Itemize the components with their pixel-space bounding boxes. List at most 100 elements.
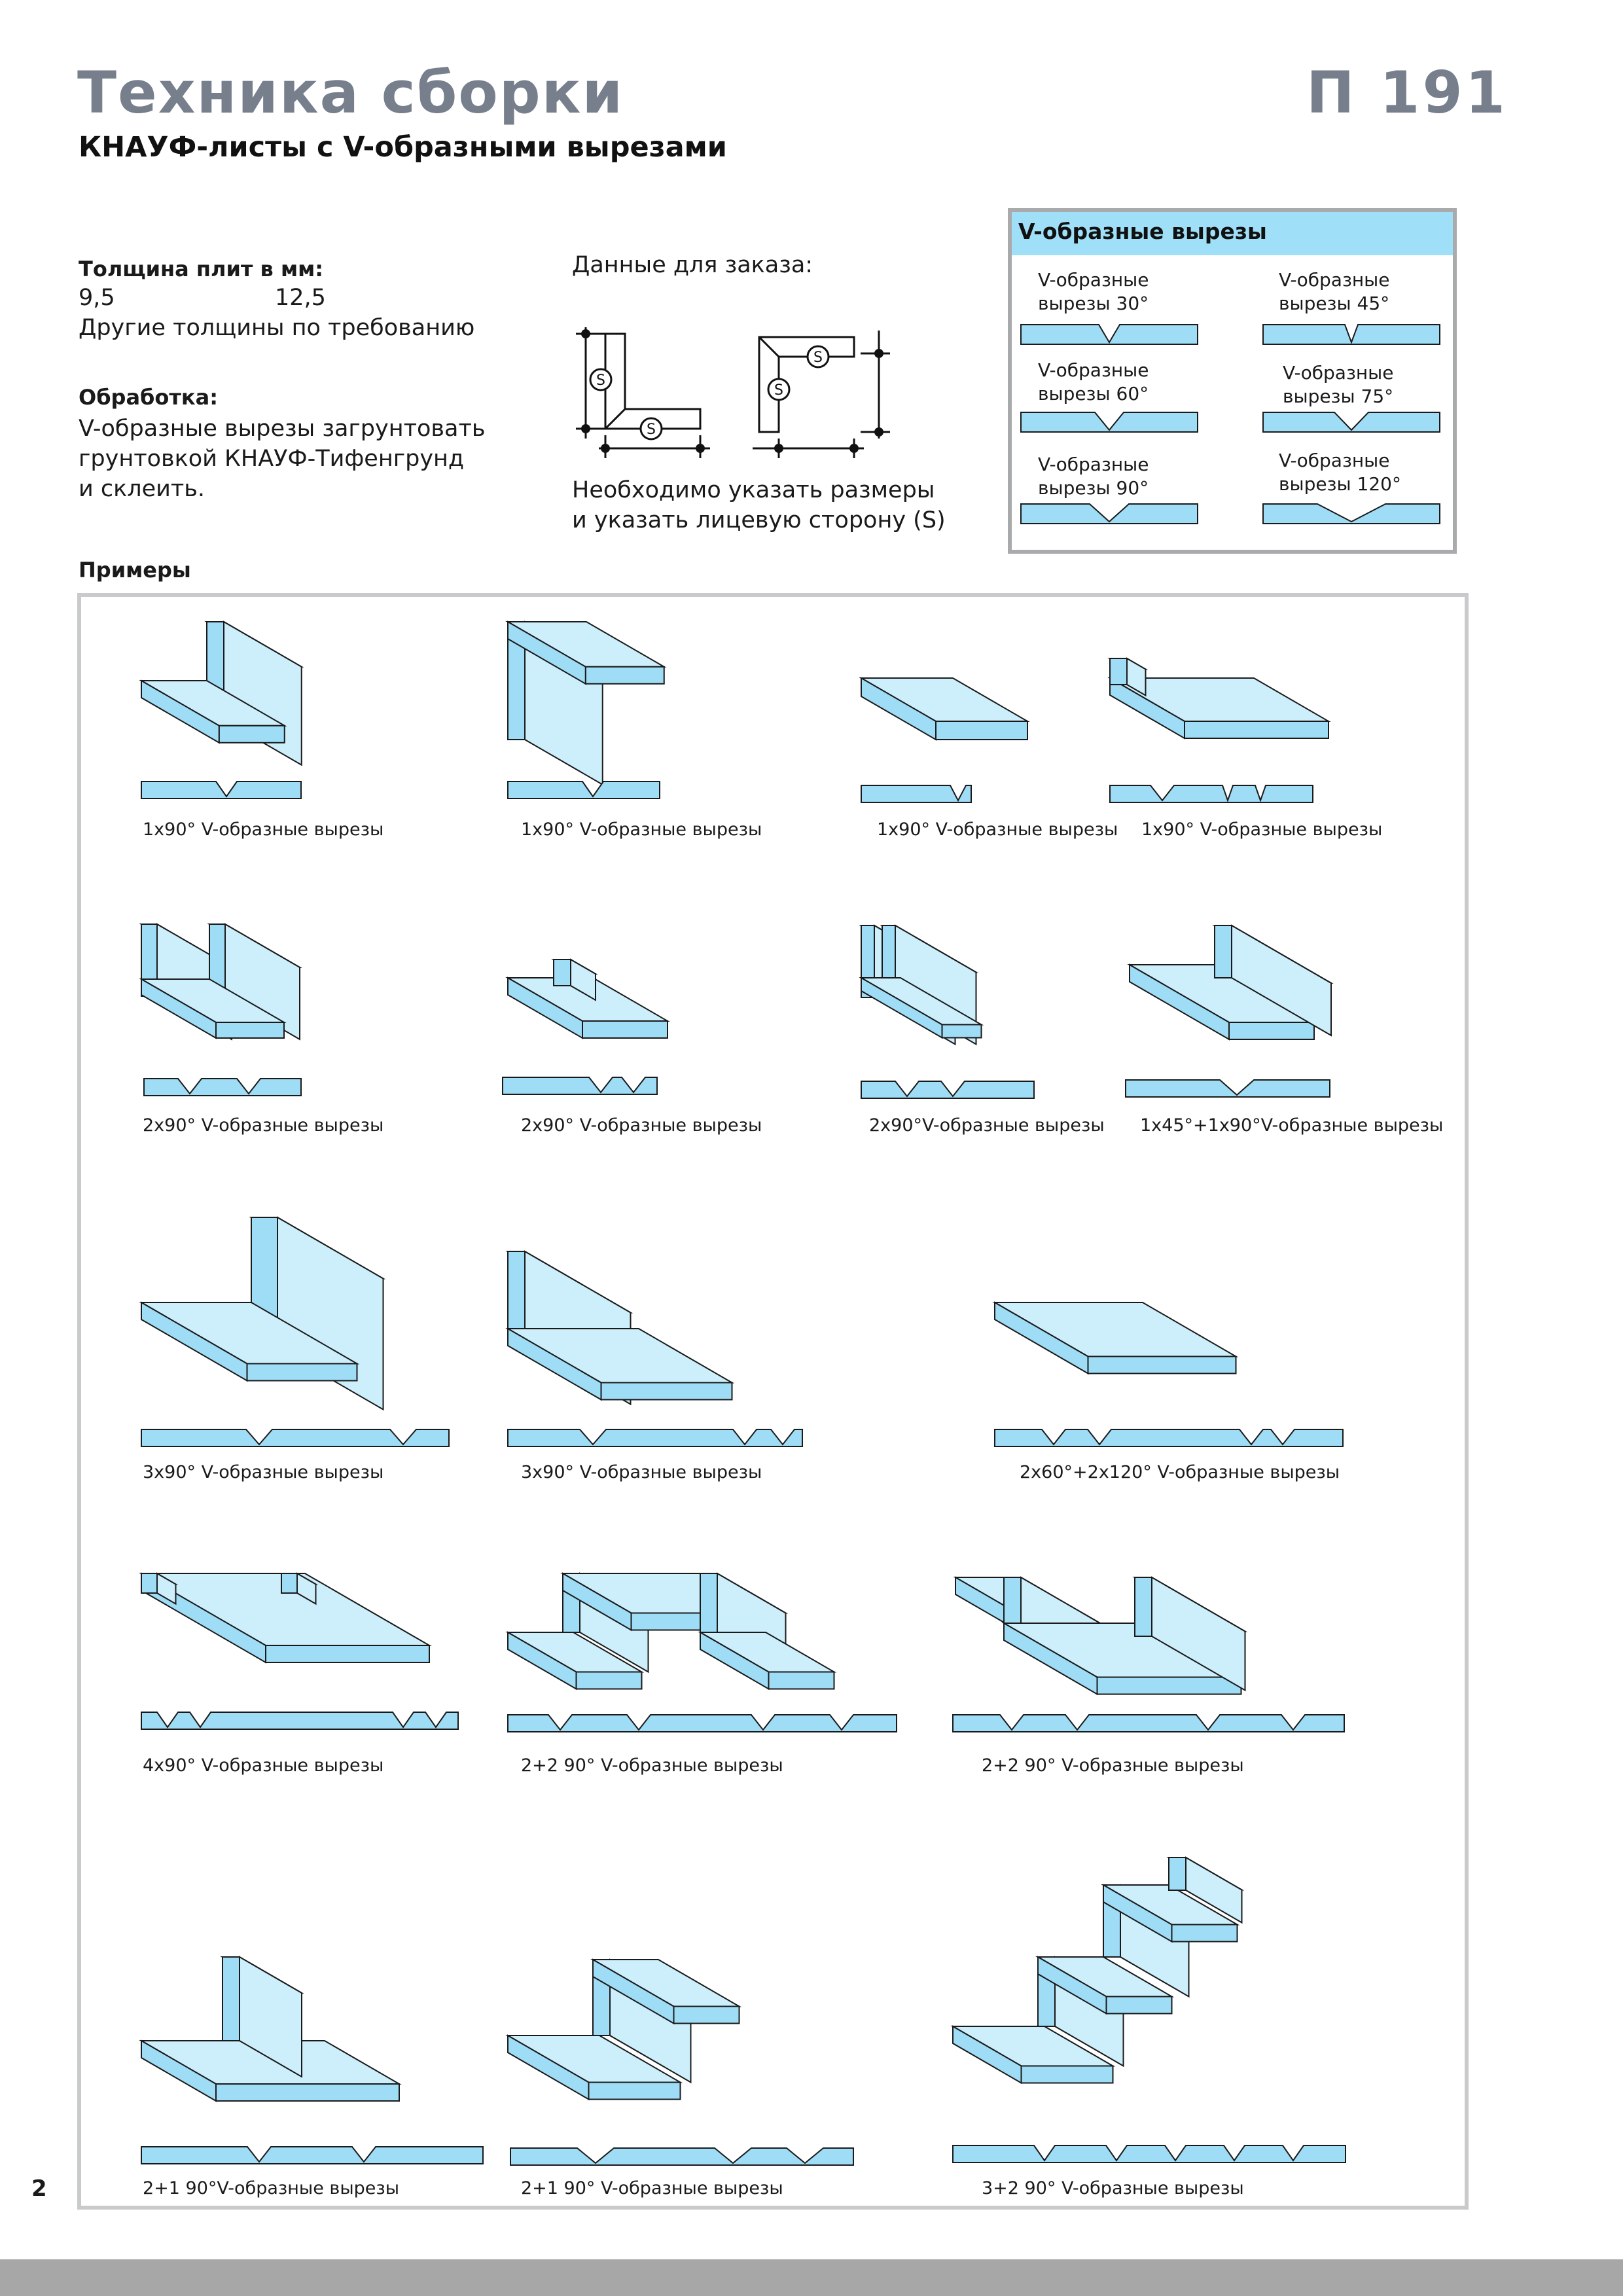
example-board [246, 1363, 358, 1382]
example-board [935, 721, 1028, 740]
example-board [861, 977, 943, 1039]
example-board [215, 2083, 400, 2102]
v-cut-strip [861, 785, 972, 803]
v-cut-types-title: V-образные вырезы [1018, 219, 1267, 244]
example-caption: 2+1 90°V-образные вырезы [143, 2178, 400, 2198]
example-board [1103, 1884, 1173, 1943]
page-number: 2 [31, 2176, 47, 2202]
v-cut-strip [502, 1077, 658, 1095]
v-cut-strip [952, 2145, 1346, 2163]
v-cut-strip [507, 1429, 803, 1447]
v-cut-strip [141, 781, 302, 799]
v-cut-strip [994, 1429, 1344, 1447]
page-subtitle: КНАУФ-листы с V-образными вырезами [79, 131, 727, 164]
thickness-note: Другие толщины по требованию [79, 315, 475, 341]
example-caption: 1x45°+1x90°V-образные вырезы [1140, 1115, 1444, 1136]
v-cut-type-strip [1020, 324, 1198, 345]
example-board [1020, 2065, 1114, 2084]
example-board [1214, 925, 1232, 978]
example-board [265, 1645, 430, 1663]
example-board [1228, 1022, 1315, 1040]
example-board [1037, 1956, 1107, 2015]
example-board [215, 1022, 285, 1039]
example-caption: 3x90° V-образные вырезы [521, 1462, 762, 1482]
page-title: Техника сборки [77, 59, 624, 126]
example-caption: 1x90° V-образные вырезы [521, 819, 762, 840]
v-cut-strip [507, 781, 660, 799]
v-cut-strip [143, 1078, 302, 1096]
example-board [1105, 1996, 1173, 2015]
processing-line-1: V-образные вырезы загрунтовать [79, 416, 486, 442]
example-caption: 1x90° V-образные вырезы [1141, 819, 1383, 840]
example-board [582, 1020, 668, 1039]
example-board [592, 1958, 675, 2025]
example-board [600, 1382, 733, 1401]
example-board [700, 1573, 718, 1633]
example-caption: 2x90°V-образные вырезы [869, 1115, 1105, 1136]
example-board [861, 677, 936, 741]
example-board [941, 1024, 982, 1039]
example-board [223, 620, 302, 766]
example-board [1087, 1355, 1237, 1374]
example-board [222, 1956, 240, 2041]
document-code: П 191 [1306, 59, 1508, 126]
example-caption: 1x90° V-образные вырезы [143, 819, 384, 840]
example-caption: 2x60°+2x120° V-образные вырезы [1020, 1462, 1340, 1482]
example-board [1168, 1857, 1186, 1891]
order-line-2: и указать лицевую сторону (S) [572, 507, 946, 533]
v-cut-type-strip [1020, 412, 1198, 433]
example-board [1171, 1924, 1238, 1943]
face-mark-s: S [774, 382, 783, 399]
v-cut-types-header: V-образные вырезы [1012, 212, 1453, 255]
example-board [1003, 1622, 1098, 1696]
example-board [584, 666, 665, 685]
example-caption: 2+2 90° V-образные вырезы [982, 1755, 1244, 1776]
example-board [575, 1671, 643, 1690]
thickness-value-1: 9,5 [79, 285, 115, 311]
order-diagram-inverted-l [753, 331, 890, 458]
example-caption: 2+2 90° V-образные вырезы [521, 1755, 783, 1776]
example-board [141, 978, 217, 1039]
v-cut-strip [1125, 1079, 1330, 1098]
v-cut-strip [861, 1081, 1035, 1099]
processing-line-2: грунтовкой КНАУФ-Тифенгрунд [79, 446, 465, 472]
example-board [1096, 1676, 1242, 1695]
examples-title: Примеры [79, 558, 191, 583]
example-board [141, 1573, 158, 1594]
example-board [1184, 721, 1329, 739]
example-board [218, 725, 285, 744]
v-cut-strip [141, 2146, 484, 2164]
example-board [1109, 677, 1185, 740]
example-board [507, 1327, 602, 1401]
thickness-value-2: 12,5 [275, 285, 326, 311]
example-caption: 2+1 90° V-образные вырезы [521, 2178, 783, 2198]
v-cut-type-strip [1262, 324, 1440, 345]
example-board [768, 1671, 835, 1690]
example-board [562, 1572, 632, 1632]
example-caption: 3+2 90° V-образные вырезы [982, 2178, 1244, 2198]
example-board [1109, 658, 1128, 685]
v-cut-strip [141, 1429, 450, 1447]
example-board [588, 2081, 681, 2100]
face-mark-s: S [647, 422, 656, 438]
example-board [507, 1631, 577, 1691]
footer-bar [0, 2259, 1623, 2296]
thickness-label: Толщина плит в мм: [79, 257, 324, 281]
v-cut-type-strip [1020, 503, 1198, 524]
v-cut-strip [507, 1714, 897, 1732]
example-board [700, 1631, 770, 1691]
example-board [1134, 1577, 1152, 1637]
example-board [141, 1301, 248, 1382]
example-board [507, 620, 586, 685]
v-cut-strip [952, 1714, 1345, 1732]
example-board [507, 977, 583, 1039]
processing-line-3: и склеить. [79, 476, 205, 502]
